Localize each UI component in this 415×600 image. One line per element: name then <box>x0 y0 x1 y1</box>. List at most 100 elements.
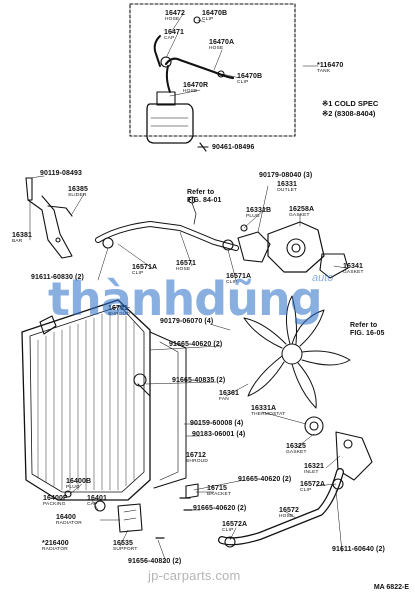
cooling-fan <box>243 295 351 409</box>
part-name: HOSE <box>183 89 198 94</box>
part-number: FIG. 84-01 <box>187 197 222 204</box>
part-name: CLIP <box>202 17 214 22</box>
part-number: 16258A <box>289 206 315 213</box>
part-name: PLUG <box>66 485 80 490</box>
part-number: 91665-40835 (2) <box>172 377 226 384</box>
part-number: 16571A <box>132 264 158 271</box>
part-name: HOSE <box>209 46 224 51</box>
reserve-tank-box <box>129 3 296 137</box>
part-name: SUPPORT <box>113 547 138 552</box>
callout-90179: 90179-08040 (3) <box>259 172 312 179</box>
part-number: 16715 <box>207 485 227 492</box>
part-number: 16331 <box>277 181 297 188</box>
part-name: THERMOSTAT <box>251 412 286 417</box>
part-name: INLET <box>304 470 319 475</box>
thermostat <box>304 416 324 436</box>
part-name: CLIP <box>237 80 249 85</box>
hose-16472 <box>153 35 161 67</box>
part-number: 91656-40820 (2) <box>128 558 182 565</box>
part-number: Refer to <box>187 189 215 196</box>
part-number: *216400 <box>42 540 69 547</box>
water-inlet <box>335 431 373 481</box>
part-name: RADIATOR <box>42 547 68 552</box>
clip-16470B-mid <box>217 70 225 78</box>
part-number: 16385 <box>68 186 88 193</box>
part-number: 16471 <box>164 29 184 36</box>
callout-91665-40835: 91665-40835 (2) <box>172 377 225 384</box>
legend-spec1: ※1 COLD SPEC <box>322 99 379 108</box>
callout-refer2b: FIG. 16-05 <box>350 330 384 337</box>
part-name: CLIP <box>226 280 238 285</box>
bar-16381 <box>25 177 73 259</box>
part-number: 16572 <box>279 507 299 514</box>
callout-90159: 90159-60008 (4) <box>190 420 243 427</box>
callout-90119: 90119-08493 <box>40 170 82 177</box>
callout-91665-40620-a: 91665-40620 (2) <box>169 341 222 348</box>
part-name: HOSE <box>279 514 294 519</box>
part-number: 16571 <box>176 260 196 267</box>
part-number: 16470R <box>183 82 209 89</box>
part-number: 16701 <box>108 305 128 312</box>
part-name: RADIATOR <box>56 521 82 526</box>
part-name: GASKET <box>289 213 310 218</box>
part-number: 16361 <box>219 390 239 397</box>
radiator-core <box>21 299 151 501</box>
part-name: CLIP <box>222 528 234 533</box>
part-number: 90183-06001 (4) <box>192 431 246 438</box>
part-number: 16472 <box>165 10 185 17</box>
part-name: BAR <box>12 239 23 244</box>
part-name: FAN <box>219 397 229 402</box>
callout-91656-40820: 91656-40820 (2) <box>128 558 181 565</box>
part-number: 16470B <box>237 73 263 80</box>
part-number: 90119-08493 <box>40 170 82 177</box>
part-number: 91665-40620 (2) <box>169 341 223 348</box>
bracket-16715 <box>185 483 199 499</box>
part-number: 16572A <box>222 521 248 528</box>
part-name: SHROUD <box>108 312 130 317</box>
part-number: 91611-60830 (2) <box>31 274 84 281</box>
part-number: 16400F <box>43 495 68 502</box>
part-name: GASKET <box>286 450 307 455</box>
radiator-cap <box>94 500 106 512</box>
callout-refer1b: FIG. 84-01 <box>187 197 221 204</box>
part-name: GASKET <box>343 270 364 275</box>
part-number: 16400B <box>66 478 92 485</box>
part-number: *116470 <box>317 62 344 69</box>
part-number: 16401 <box>87 495 107 502</box>
part-name: PLUG <box>246 214 260 219</box>
part-name: SLIDER <box>68 193 87 198</box>
hose-16470A <box>164 57 235 80</box>
part-number: 90461-08496 <box>212 144 255 151</box>
part-number: 91665-40620 (2) <box>193 505 247 512</box>
part-number: 90159-60008 (4) <box>190 420 244 427</box>
part-number: 16381 <box>12 232 32 239</box>
callout-90179-06070: 90179-06070 (4) <box>160 318 213 325</box>
callout-90183: 90183-06001 (4) <box>192 431 245 438</box>
part-name: HOSE <box>165 17 180 22</box>
plug-16400B <box>64 490 72 498</box>
part-name: CLIP <box>300 488 312 493</box>
callout-91611-60830: 91611-60830 (2) <box>31 274 84 281</box>
part-name: PACKING <box>43 502 66 507</box>
